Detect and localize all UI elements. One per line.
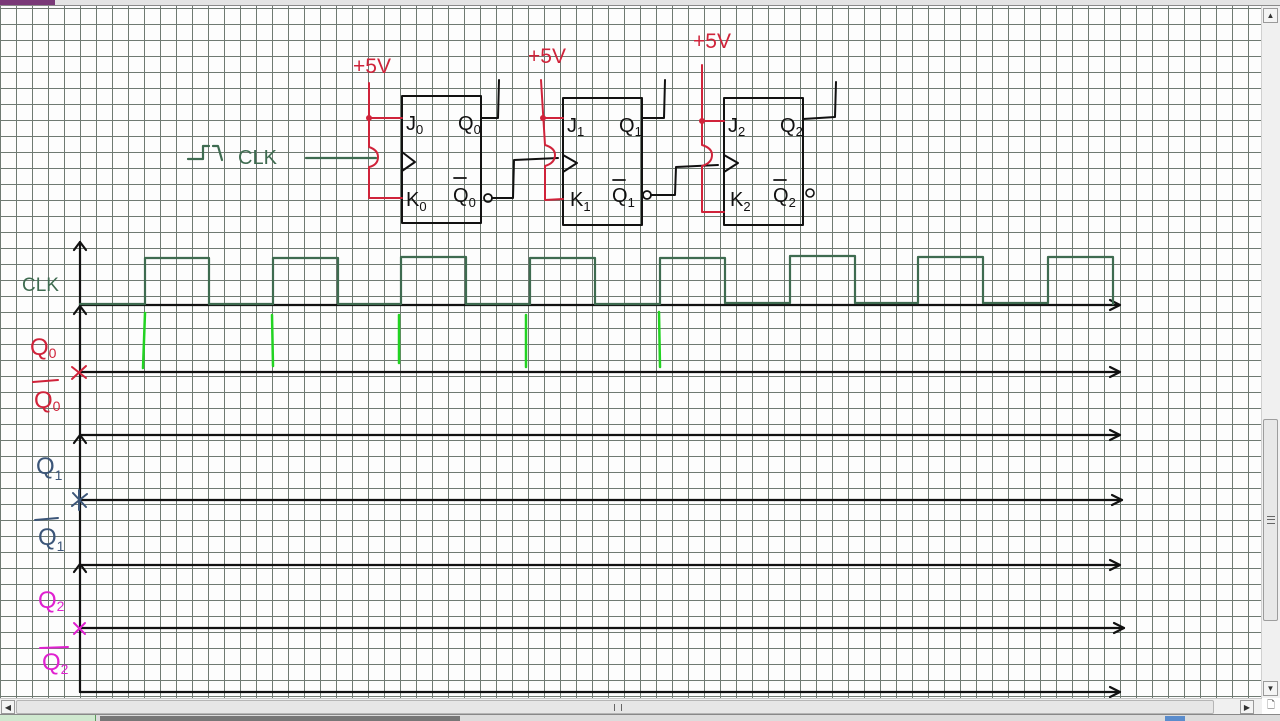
timing-axes <box>72 240 1126 699</box>
scroll-up-button[interactable]: ▲ <box>1263 8 1278 23</box>
row-label-clk: CLK <box>22 275 59 296</box>
row-label-q0-bar: Q0 <box>34 387 61 414</box>
flip-flop-1 <box>540 79 719 226</box>
j2-label: J2 <box>728 115 745 139</box>
k0-label: K0 <box>406 189 427 214</box>
grip-icon <box>1266 516 1275 524</box>
supply-label-1: +5V <box>528 45 566 68</box>
edge-markers <box>141 310 662 370</box>
row-label-q1: Q1 <box>36 453 63 483</box>
vertical-scrollbar[interactable]: ▲ ▼ <box>1261 6 1280 698</box>
scroll-right-button[interactable]: ▶ <box>1240 700 1254 714</box>
supply-label-2: +5V <box>693 30 731 53</box>
q0-initial-marker <box>71 365 87 380</box>
row-label-q1-bar: Q1 <box>38 524 65 554</box>
horizontal-scroll-thumb[interactable] <box>16 700 1214 714</box>
clock-input <box>186 144 378 162</box>
page-options-button[interactable]: 🗋 <box>1262 698 1280 714</box>
q0-bar-label: Q0 <box>453 185 476 210</box>
clk-waveform <box>78 254 1115 306</box>
arrow-right-icon: ▶ <box>1243 702 1251 712</box>
page-icon: 🗋 <box>1266 699 1276 711</box>
vertical-scroll-thumb[interactable] <box>1263 419 1278 621</box>
q1-bar-label: Q1 <box>612 185 635 210</box>
q2-label: Q2 <box>780 115 803 139</box>
scroll-left-button[interactable]: ◀ <box>1 700 15 714</box>
taskbar <box>0 714 1280 721</box>
title-bar <box>0 0 1280 6</box>
q2-bar-bubble <box>805 188 815 198</box>
note-canvas[interactable]: CLK +5V J0 Q0 K0 Q0 <box>0 6 1262 699</box>
q1-label: Q1 <box>619 115 642 139</box>
arrow-up-icon: ▲ <box>1266 11 1275 20</box>
k1-label: K1 <box>570 189 591 214</box>
q2-initial-marker <box>73 622 86 635</box>
row-label-q2-bar: Q2 <box>42 649 69 677</box>
row-label-q2: Q2 <box>38 587 65 614</box>
arrow-down-icon: ▼ <box>1266 684 1275 693</box>
flip-flop-2 <box>699 64 837 226</box>
supply-label-0: +5V <box>353 55 391 78</box>
arrow-left-icon: ◀ <box>4 702 12 712</box>
taskbar-item[interactable] <box>0 715 96 721</box>
flip-flop-0 <box>366 79 559 224</box>
horizontal-scrollbar[interactable]: ◀ ▶ <box>0 698 1262 715</box>
taskbar-item[interactable] <box>100 716 460 721</box>
q0-label: Q0 <box>458 113 481 137</box>
taskbar-item[interactable] <box>1165 716 1185 721</box>
scroll-down-button[interactable]: ▼ <box>1263 681 1278 696</box>
ink-drawing: CLK +5V J0 Q0 K0 Q0 <box>22 30 1126 699</box>
row-label-q0: Q0 <box>30 334 57 361</box>
q2-bar-label: Q2 <box>773 185 796 210</box>
j1-label: J1 <box>567 115 584 139</box>
active-tab[interactable] <box>0 0 55 5</box>
clk-input-label: CLK <box>238 147 278 169</box>
j0-label: J0 <box>406 113 423 137</box>
q1-initial-marker <box>71 489 88 511</box>
grip-icon <box>614 704 622 711</box>
k2-label: K2 <box>730 189 751 214</box>
